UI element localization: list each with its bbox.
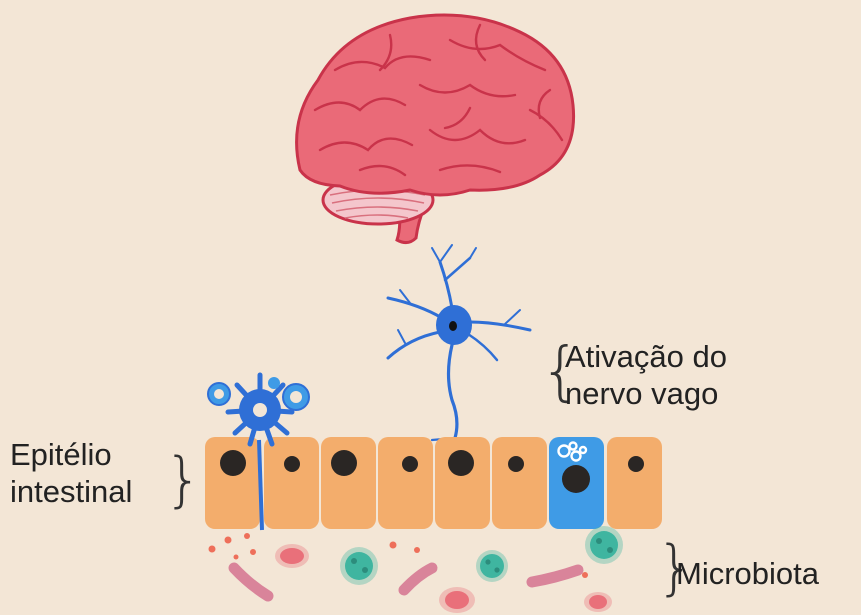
neuron-icon: [386, 244, 532, 454]
teal-bacterium: [340, 547, 378, 585]
brain-icon: [295, 13, 576, 245]
teal-bacterium: [476, 550, 508, 582]
vagus-label-line2: nervo vago: [565, 376, 719, 412]
cell-nucleus: [628, 456, 644, 472]
neuron-nucleus: [449, 321, 457, 331]
vagus-nerve-label: Ativação do nervo vago: [565, 338, 727, 412]
teal-bacterium: [585, 526, 623, 564]
epithelium-label-line1: Epitélio: [10, 437, 112, 472]
cell-nucleus: [220, 450, 246, 476]
microbiota-label: Microbiota: [676, 556, 819, 591]
dendritic-cell-icon: [207, 372, 310, 531]
cell-nucleus: [562, 465, 590, 493]
red-bacterium: [275, 544, 309, 568]
intestinal-epithelium: [205, 437, 662, 529]
epithelial-cell: [378, 437, 433, 529]
epithelial-cell: [607, 437, 662, 529]
cell-nucleus: [284, 456, 300, 472]
red-bacterium: [439, 587, 475, 613]
cell-nucleus: [448, 450, 474, 476]
cell-nucleus: [508, 456, 524, 472]
epithelial-cell: [321, 437, 376, 529]
cell-nucleus: [402, 456, 418, 472]
epithelial-cell: [492, 437, 547, 529]
goblet-vesicles: [557, 441, 588, 462]
red-bacterium: [584, 592, 612, 612]
rod-bacterium: [526, 564, 584, 588]
epithelium-label-line2: intestinal: [10, 474, 133, 510]
epithelium-label: Epitélio intestinal: [10, 436, 132, 510]
vagus-brace: {: [540, 335, 581, 409]
epithelium-brace: {: [162, 445, 201, 515]
metabolite-dots: [208, 533, 588, 578]
microbiota-bacteria: [208, 526, 623, 613]
rod-bacterium: [398, 562, 438, 596]
cell-nucleus: [331, 450, 357, 476]
epithelial-cell: [264, 437, 319, 529]
vagus-label-line1: Ativação do: [565, 339, 727, 374]
rod-bacterium: [228, 562, 274, 602]
epithelial-cell: [205, 437, 260, 529]
